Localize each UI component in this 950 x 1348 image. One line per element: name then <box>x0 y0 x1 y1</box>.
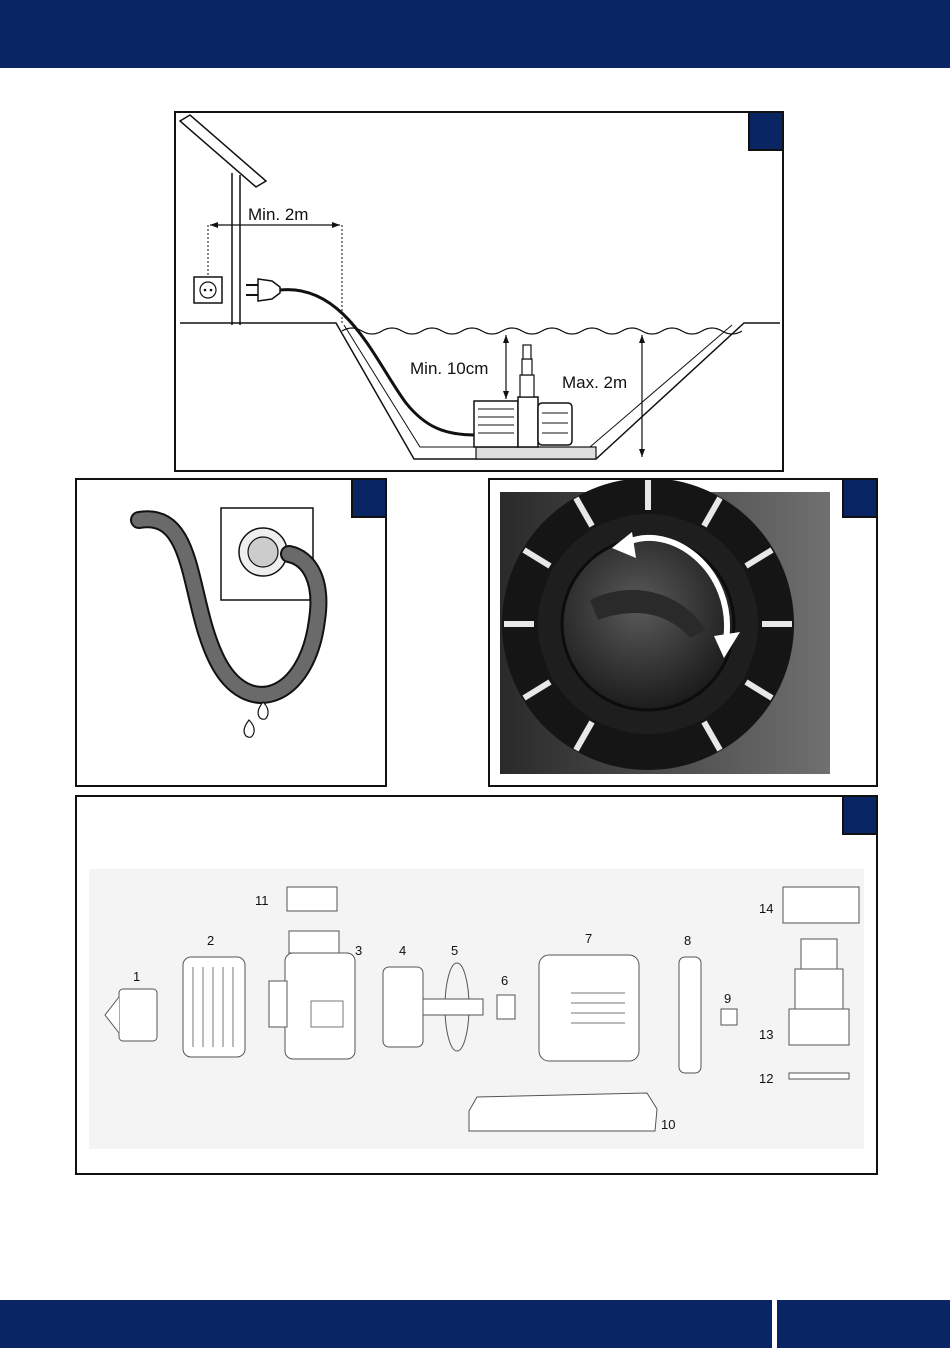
part-number: 8 <box>684 933 691 948</box>
drip-loop-drawing <box>77 480 385 785</box>
part-number: 2 <box>207 933 214 948</box>
part-10-icon <box>469 1093 657 1131</box>
flow-control-photo <box>490 480 876 785</box>
figure-tag <box>842 478 878 518</box>
figure-installation: Min. 2m Min. 10cm Max. 2m <box>174 111 784 472</box>
part-7-icon <box>539 955 639 1061</box>
part-number: 9 <box>724 991 731 1006</box>
part-number: 3 <box>355 943 362 958</box>
part-11-icon <box>287 887 337 911</box>
flow-regulator-icon <box>502 480 794 770</box>
pump-icon <box>474 345 596 459</box>
min-depth-label: Min. 10cm <box>410 359 488 379</box>
part-number: 14 <box>759 901 773 916</box>
figure-tag <box>842 795 878 835</box>
part-number: 13 <box>759 1027 773 1042</box>
part-8-icon <box>679 957 701 1073</box>
part-number: 12 <box>759 1071 773 1086</box>
plug-icon <box>246 279 280 301</box>
figure-tag <box>351 478 387 518</box>
part-number: 10 <box>661 1117 675 1132</box>
part-number: 1 <box>133 969 140 984</box>
figure-drip-loop <box>75 478 387 787</box>
part-number: 5 <box>451 943 458 958</box>
footer-bar <box>0 1300 772 1348</box>
min-distance-label: Min. 2m <box>248 205 308 225</box>
part-number: 6 <box>501 973 508 988</box>
part-6-icon <box>497 995 515 1019</box>
parts-exploded-drawing <box>77 797 876 1173</box>
wall-socket-icon <box>194 277 222 303</box>
water-surface <box>342 328 742 334</box>
header-bar <box>0 0 950 68</box>
figure-tag <box>748 111 784 151</box>
part-number: 4 <box>399 943 406 958</box>
part-2-icon <box>183 957 245 1057</box>
part-number: 7 <box>585 931 592 946</box>
water-drop-icon <box>244 702 268 737</box>
part-14-icon <box>783 887 859 923</box>
figure-flow-control <box>488 478 878 787</box>
figure-parts: 1 2 3 4 5 6 7 8 9 10 11 12 13 14 <box>75 795 878 1175</box>
part-4-icon <box>383 967 423 1047</box>
footer-page-box <box>777 1300 950 1348</box>
part-number: 11 <box>255 893 269 908</box>
installation-drawing <box>176 113 782 470</box>
max-depth-label: Max. 2m <box>562 373 627 393</box>
part-12-icon <box>789 1073 849 1079</box>
part-9-icon <box>721 1009 737 1025</box>
